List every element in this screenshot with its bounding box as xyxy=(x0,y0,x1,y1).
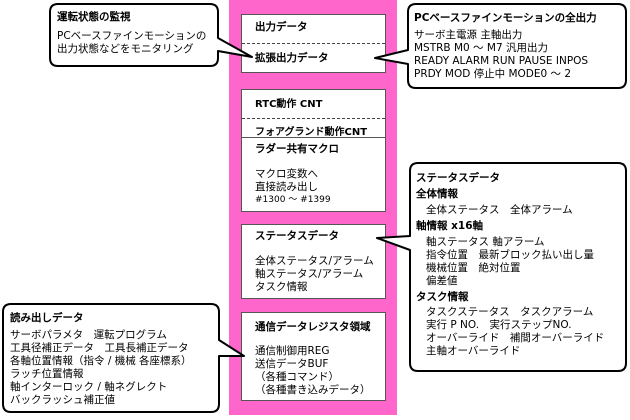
line: 全体ステータス/アラーム xyxy=(255,255,374,267)
line: ラッチ位置情報 xyxy=(10,368,84,380)
line: 軸ステータス 軸アラーム xyxy=(426,236,545,248)
callout-monitor-shape xyxy=(49,3,253,67)
line: サーボ主電源 主軸出力 xyxy=(414,29,523,41)
ladder-macro-block: ラダー共有マクロ マクロ変数へ 直接読み出し #1300 ～ #1399 xyxy=(241,137,386,212)
line: 送信データBUF xyxy=(255,358,329,370)
extended-output-data-label: 拡張出力データ xyxy=(255,52,329,64)
comm-register-block: 通信データレジスタ領域 通信制御用REG 送信データBUF （各種コマンド） （… xyxy=(241,312,386,401)
callout-monitor-lines: PCベースファインモーションの 出力状態などをモニタリング xyxy=(57,30,206,56)
rtc-cnt-label: RTC動作 CNT xyxy=(255,99,323,110)
line: 機械位置 絶対位置 xyxy=(426,262,521,274)
callout-status-content: ステータスデータ 全体情報 全体ステータス 全体アラーム 軸情報 x16軸 軸ス… xyxy=(416,171,604,358)
line: 工具径補正データ 工具長補正データ xyxy=(10,342,189,354)
callout-read-shape xyxy=(2,303,245,413)
status-data-block: ステータスデータ 全体ステータス/アラーム 軸ステータス/アラーム タスク情報 xyxy=(241,224,386,299)
section-heading: 軸情報 x16軸 xyxy=(416,220,484,232)
line: 実行 P NO. 実行ステップNO. xyxy=(426,319,572,331)
line: バックラッシュ補正値 xyxy=(10,394,115,406)
line: （各種コマンド） xyxy=(255,371,339,383)
divider xyxy=(242,118,385,119)
callout-read-lines: サーボパラメタ 運転プログラム 工具径補正データ 工具長補正データ 各軸位置情報… xyxy=(10,329,192,407)
ladder-macro-title: ラダー共有マクロ xyxy=(255,143,339,155)
status-data-lines: 全体ステータス/アラーム 軸ステータス/アラーム タスク情報 xyxy=(255,255,374,294)
line: 軸インターロック / 軸ネグレクト xyxy=(10,381,168,393)
section-heading: 全体情報 xyxy=(416,188,458,200)
output-data-block: 出力データ 拡張出力データ xyxy=(241,14,386,73)
line: READY ALARM RUN PAUSE INPOS xyxy=(414,55,589,67)
line: オーバーライド 補間オーバーライド xyxy=(426,332,605,344)
line: （各種書き込みデータ） xyxy=(255,384,371,396)
line: #1300 ～ #1399 xyxy=(255,195,331,205)
line: 直接読み出し xyxy=(255,181,318,193)
callout-all-output-title: PCベースファインモーションの全出力 xyxy=(414,12,597,24)
line: PRDY MOD 停止中 MODE0 ～ 2 xyxy=(414,68,572,80)
section-heading: タスク情報 xyxy=(416,291,469,303)
comm-register-title: 通信データレジスタ領域 xyxy=(255,321,371,333)
callout-monitor-title: 運転状態の監視 xyxy=(57,11,131,23)
line: 各軸位置情報（指令 / 機械 各座標系） xyxy=(10,355,192,367)
ladder-macro-lines: マクロ変数へ 直接読み出し #1300 ～ #1399 xyxy=(255,168,331,207)
callout-status-shape xyxy=(376,162,627,372)
line: マクロ変数へ xyxy=(255,168,318,180)
callout-status-title: ステータスデータ xyxy=(416,172,500,184)
line: 偏差値 xyxy=(426,275,458,287)
status-data-title: ステータスデータ xyxy=(255,230,339,242)
line: タスク情報 xyxy=(255,281,308,293)
line: 通信制御用REG xyxy=(255,345,330,357)
line: 軸ステータス/アラーム xyxy=(255,268,364,280)
line: 指令位置 最新ブロック払い出し量 xyxy=(426,249,594,261)
divider xyxy=(242,43,385,44)
line: MSTRB M0 ～ M7 汎用出力 xyxy=(414,42,548,54)
comm-register-lines: 通信制御用REG 送信データBUF （各種コマンド） （各種書き込みデータ） xyxy=(255,345,371,397)
line: PCベースファインモーションの xyxy=(57,30,207,42)
callout-all-output-shape xyxy=(374,3,627,89)
line: タスクステータス タスクアラーム xyxy=(426,306,594,318)
line: 出力状態などをモニタリング xyxy=(57,43,194,55)
line: 全体ステータス 全体アラーム xyxy=(426,204,573,216)
output-data-label: 出力データ xyxy=(255,21,308,33)
line: サーボパラメタ 運転プログラム xyxy=(10,329,167,341)
callout-read-title: 読み出しデータ xyxy=(10,312,84,324)
foreground-cnt-label: フォアグランド動作CNT xyxy=(255,127,368,138)
callout-all-output-lines: サーボ主電源 主軸出力 MSTRB M0 ～ M7 汎用出力 READY ALA… xyxy=(414,29,588,81)
line: 主軸オーバーライド xyxy=(426,345,521,357)
